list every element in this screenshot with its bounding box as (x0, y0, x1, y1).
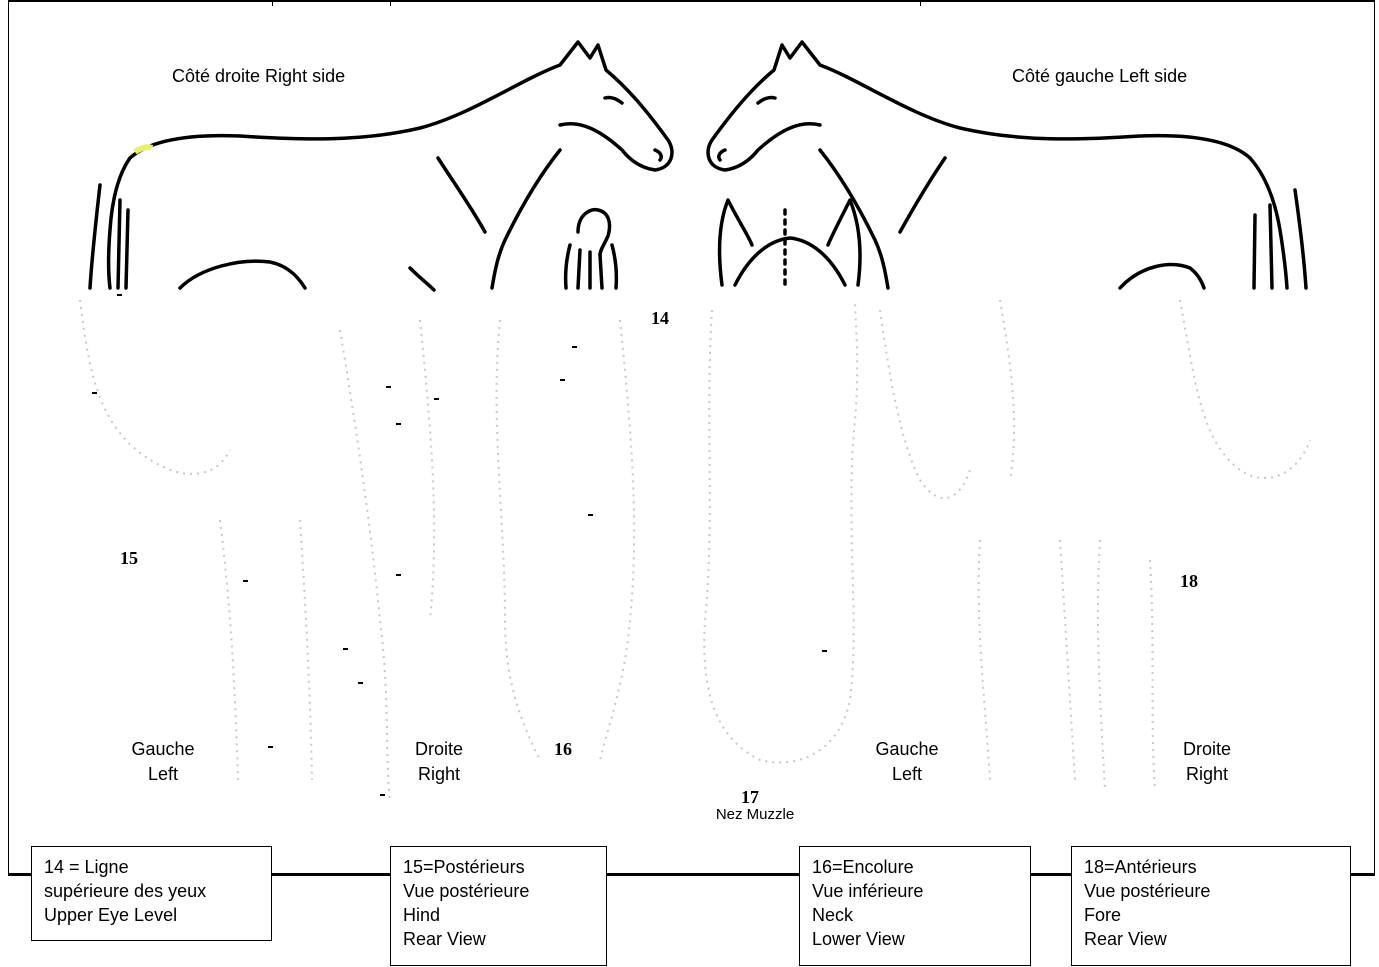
legend-connector (271, 874, 391, 876)
marker-number-15: 15 (120, 548, 138, 569)
legend-16-line2: Vue inférieure (812, 879, 1018, 903)
faint-dotted-figures (80, 300, 1310, 800)
fore-left-en: Left (862, 762, 952, 787)
hind-left-label: Gauche Left (118, 737, 208, 787)
marker-number-18: 18 (1180, 571, 1198, 592)
head-top-view-figure (720, 200, 860, 288)
legend-box-15: 15=Postérieurs Vue postérieure Hind Rear… (390, 846, 607, 966)
legend-box-16: 16=Encolure Vue inférieure Neck Lower Vi… (799, 846, 1031, 966)
legend-box-14: 14 = Ligne supérieure des yeux Upper Eye… (31, 846, 272, 941)
hind-right-label: Droite Right (394, 737, 484, 787)
right-side-label: Côté droite Right side (172, 66, 345, 87)
legend-14-line1: 14 = Ligne (44, 855, 259, 879)
hind-right-en: Right (394, 762, 484, 787)
marker-number-14: 14 (651, 308, 669, 329)
highlight-mark (135, 147, 152, 152)
legend-18-line1: 18=Antérieurs (1084, 855, 1338, 879)
hind-right-fr: Droite (394, 737, 484, 762)
marker-number-16: 16 (554, 739, 572, 760)
legend-14-line3: Upper Eye Level (44, 903, 259, 927)
hind-left-fr: Gauche (118, 737, 208, 762)
marker-number-17: 17 (741, 787, 759, 808)
legend-15-line4: Rear View (403, 927, 594, 951)
legend-15-line2: Vue postérieure (403, 879, 594, 903)
legend-16-line3: Neck (812, 903, 1018, 927)
fore-right-fr: Droite (1162, 737, 1252, 762)
legend-15-line3: Hind (403, 903, 594, 927)
legend-18-line2: Vue postérieure (1084, 879, 1338, 903)
legend-14-line2: supérieure des yeux (44, 879, 259, 903)
legend-18-line3: Fore (1084, 903, 1338, 927)
left-side-label: Côté gauche Left side (1012, 66, 1187, 87)
fore-right-label: Droite Right (1162, 737, 1252, 787)
legend-15-line1: 15=Postérieurs (403, 855, 594, 879)
fore-right-en: Right (1162, 762, 1252, 787)
fore-left-fr: Gauche (862, 737, 952, 762)
legend-connector (1030, 874, 1072, 876)
legend-16-line1: 16=Encolure (812, 855, 1018, 879)
rear-view-tail-figure (566, 210, 617, 288)
legend-connector (1350, 874, 1375, 876)
legend-16-line4: Lower View (812, 927, 1018, 951)
fore-left-label: Gauche Left (862, 737, 952, 787)
left-side-horse-figure (708, 42, 1306, 288)
legend-connector (8, 874, 32, 876)
hind-left-en: Left (118, 762, 208, 787)
speck-marks (92, 294, 827, 796)
legend-18-line4: Rear View (1084, 927, 1338, 951)
muzzle-label: Nez Muzzle (700, 806, 810, 823)
legend-box-18: 18=Antérieurs Vue postérieure Fore Rear … (1071, 846, 1351, 966)
legend-connector (606, 874, 800, 876)
